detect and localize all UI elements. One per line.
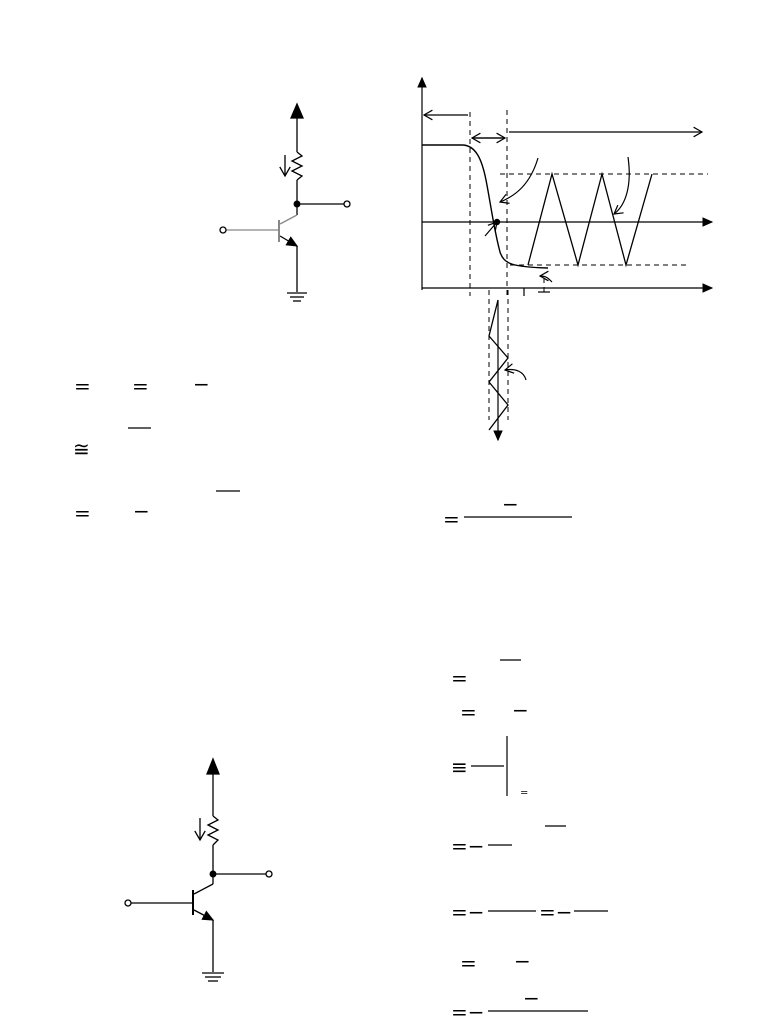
- region-guides: [422, 110, 708, 420]
- eq-sign: =: [443, 507, 460, 531]
- collector-resistor: [290, 151, 304, 181]
- ground-icon: [287, 292, 307, 302]
- fraction-bars: [128, 427, 608, 1012]
- circuit-bottom: [124, 757, 273, 982]
- minus-sign: −: [514, 949, 531, 973]
- collector-resistor: [206, 815, 220, 846]
- circuit-top: [219, 102, 351, 302]
- output-terminal-icon: [343, 200, 351, 208]
- collector-diag: [193, 883, 214, 895]
- input-terminal-icon: [124, 899, 132, 907]
- eq-sign: =: [74, 374, 91, 398]
- collector-diag: [279, 214, 298, 225]
- callout-curve-2: [613, 156, 630, 215]
- eq-minus-sign: =−: [451, 834, 485, 858]
- callout-point: [484, 221, 498, 237]
- output-waveform: [527, 171, 653, 268]
- minus-sign: −: [193, 372, 210, 396]
- minus-sign: −: [523, 986, 540, 1010]
- emitter-diag: [279, 235, 299, 247]
- emitter-diag: [193, 909, 215, 921]
- minus-sign: −: [502, 492, 519, 516]
- callout-curve-1: [498, 157, 539, 204]
- eq-sign: =: [132, 374, 149, 398]
- identical-sign: ≡: [451, 755, 468, 779]
- minus-sign: −: [512, 698, 529, 722]
- ground-icon: [202, 972, 224, 982]
- supply-arrow-icon: [206, 757, 220, 775]
- supply-arrow-icon: [290, 102, 304, 119]
- eq-subscript: =: [520, 788, 529, 799]
- eq-minus-sign: =−: [451, 1000, 485, 1024]
- eq-minus-sign: =−: [539, 900, 573, 924]
- eq-sign: =: [74, 501, 91, 525]
- output-terminal-icon: [265, 870, 273, 878]
- callout-input: [503, 363, 527, 381]
- eq-minus-sign: =−: [451, 900, 485, 924]
- eq-sign: =: [451, 666, 468, 690]
- minus-sign: −: [133, 499, 150, 523]
- eq-sign: =: [460, 700, 477, 724]
- callout-bottom: [538, 270, 553, 283]
- input-terminal-icon: [219, 226, 227, 234]
- eq-sign: =: [460, 951, 477, 975]
- transfer-plot: [417, 76, 714, 442]
- transfer-curve: [422, 144, 549, 269]
- input-waveform: [488, 299, 509, 431]
- approx-sign: ≅: [73, 437, 90, 461]
